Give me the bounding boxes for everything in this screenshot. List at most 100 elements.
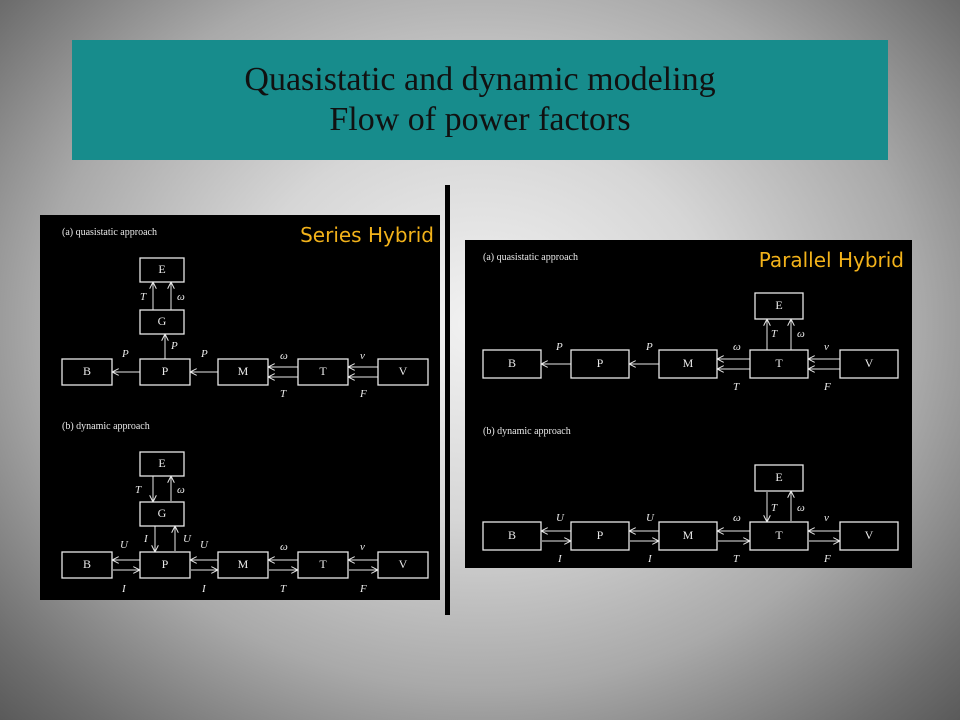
parallel-b-block-e: E [754, 464, 804, 492]
series-a-var: F [359, 388, 367, 400]
series-b-block-p: P [139, 551, 191, 579]
series-b-var: U [200, 539, 209, 551]
parallel-b-var: T [733, 553, 740, 565]
series-a-block-m: M [217, 358, 269, 386]
svg-text:E: E [158, 262, 165, 276]
parallel-a-block-b: B [482, 349, 542, 379]
parallel-a-var: v [824, 341, 829, 353]
svg-text:B: B [83, 557, 91, 571]
svg-text:T: T [775, 356, 783, 370]
series-hybrid-label: Series Hybrid [300, 223, 434, 247]
parallel-b-var: ω [797, 502, 805, 514]
series-a-var: P [170, 340, 178, 352]
parallel-b-block-m: M [658, 521, 718, 551]
parallel-a-var: ω [797, 328, 805, 340]
parallel-b-var: F [823, 553, 831, 565]
svg-text:P: P [597, 356, 604, 370]
title-line-2: Flow of power factors [329, 101, 631, 138]
parallel-b-var: v [824, 512, 829, 524]
svg-text:B: B [83, 364, 91, 378]
parallel-b-block-v: V [839, 521, 899, 551]
series-a-block-t: T [297, 358, 349, 386]
series-a-var: P [121, 348, 129, 360]
parallel-b-var: T [771, 502, 778, 514]
series-b-var: U [183, 533, 192, 545]
series-a-block-g: G [139, 309, 185, 335]
center-divider [445, 185, 450, 615]
series-a-var: T [280, 388, 287, 400]
parallel-a-var: F [823, 381, 831, 393]
series-section-b-label: (b) dynamic approach [62, 421, 150, 432]
series-a-var: ω [177, 291, 185, 303]
svg-text:P: P [597, 528, 604, 542]
series-b-var: I [201, 583, 207, 595]
series-b-block-b: B [61, 551, 113, 579]
parallel-a-var: T [733, 381, 740, 393]
svg-text:M: M [683, 356, 694, 370]
svg-text:V: V [399, 557, 408, 571]
series-b-var: I [143, 533, 149, 545]
svg-text:V: V [865, 528, 874, 542]
parallel-a-block-v: V [839, 349, 899, 379]
parallel-hybrid-label: Parallel Hybrid [758, 248, 904, 272]
svg-text:G: G [158, 314, 167, 328]
svg-text:P: P [162, 557, 169, 571]
series-a-var: T [140, 291, 147, 303]
series-b-block-m: M [217, 551, 269, 579]
svg-text:V: V [865, 356, 874, 370]
series-b-block-v: V [377, 551, 429, 579]
series-b-block-e: E [139, 451, 185, 477]
parallel-b-block-b: B [482, 521, 542, 551]
parallel-a-var: T [771, 328, 778, 340]
svg-text:M: M [683, 528, 694, 542]
svg-text:M: M [238, 557, 249, 571]
series-b-var: I [121, 583, 127, 595]
parallel-a-block-p: P [570, 349, 630, 379]
svg-text:B: B [508, 356, 516, 370]
parallel-b-var: I [557, 553, 563, 565]
parallel-section-a-label: (a) quasistatic approach [483, 252, 578, 263]
series-b-var: v [360, 541, 365, 553]
parallel-hybrid-diagram: (a) quasistatic approach E B P M T V P P… [482, 252, 899, 565]
svg-text:E: E [775, 470, 782, 484]
series-hybrid-panel: (a) quasistatic approach E G B P M T V T… [40, 215, 440, 600]
parallel-a-block-t: T [749, 349, 809, 379]
svg-text:G: G [158, 506, 167, 520]
series-b-var: U [120, 539, 129, 551]
parallel-section-b-label: (b) dynamic approach [483, 426, 571, 437]
svg-text:E: E [158, 456, 165, 470]
svg-text:T: T [775, 528, 783, 542]
series-a-var: ω [280, 350, 288, 362]
series-a-var: P [200, 348, 208, 360]
parallel-b-var: ω [733, 512, 741, 524]
series-b-var: F [359, 583, 367, 595]
series-hybrid-diagram: (a) quasistatic approach E G B P M T V T… [61, 227, 429, 595]
svg-text:B: B [508, 528, 516, 542]
parallel-a-var: P [645, 341, 653, 353]
parallel-b-var: I [647, 553, 653, 565]
series-b-var: ω [177, 484, 185, 496]
series-a-block-e: E [139, 257, 185, 283]
series-b-block-g: G [139, 501, 185, 527]
title-line-1: Quasistatic and dynamic modeling [244, 61, 716, 98]
series-section-a-label: (a) quasistatic approach [62, 227, 157, 238]
parallel-a-block-m: M [658, 349, 718, 379]
series-a-block-v: V [377, 358, 429, 386]
series-a-var: v [360, 350, 365, 362]
series-b-var: ω [280, 541, 288, 553]
series-b-block-t: T [297, 551, 349, 579]
series-b-var: T [280, 583, 287, 595]
parallel-a-var: ω [733, 341, 741, 353]
series-a-block-p: P [139, 358, 191, 386]
series-a-block-b: B [61, 358, 113, 386]
svg-text:V: V [399, 364, 408, 378]
svg-text:T: T [319, 364, 327, 378]
svg-text:T: T [319, 557, 327, 571]
parallel-a-block-e: E [754, 292, 804, 320]
svg-text:M: M [238, 364, 249, 378]
parallel-a-var: P [555, 341, 563, 353]
svg-text:E: E [775, 298, 782, 312]
parallel-b-block-p: P [570, 521, 630, 551]
parallel-b-block-t: T [749, 521, 809, 551]
title-box: Quasistatic and dynamic modeling Flow of… [72, 40, 888, 160]
